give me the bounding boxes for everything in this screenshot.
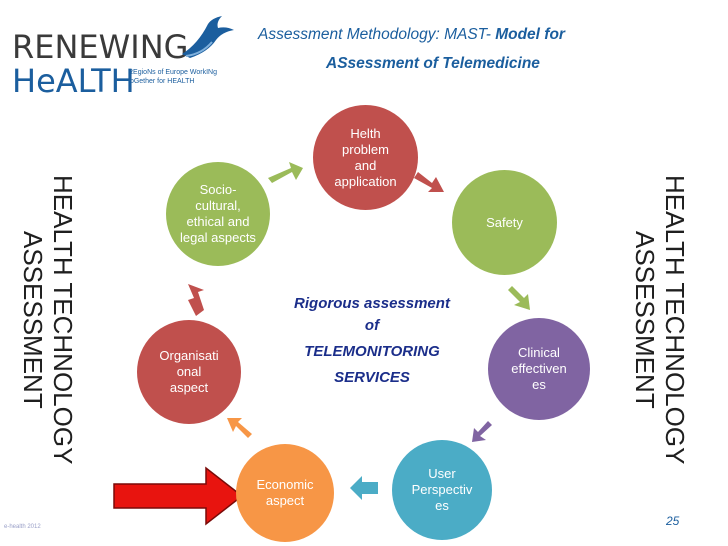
side-label-left-line-1: HEALTH TECHNOLOGY bbox=[48, 175, 78, 465]
domain-socio-cultural-aspects: Socio-cultural, ethical and legal aspect… bbox=[166, 162, 270, 266]
domain-safety: Safety bbox=[452, 170, 557, 275]
domain-health-problem: Helth problem and application bbox=[313, 105, 418, 210]
domain-economic-aspect: Economic aspect bbox=[236, 444, 334, 542]
domain-label: User Perspectiv es bbox=[411, 466, 473, 513]
side-label-left-text: HEALTH TECHNOLOGY ASSESSMENT bbox=[18, 160, 78, 480]
side-label-left-line-2: ASSESSMENT bbox=[18, 231, 48, 409]
page-number: 25 bbox=[666, 514, 680, 528]
arrow-purple-right bbox=[472, 421, 492, 442]
center-line-4: SERVICES bbox=[334, 369, 410, 386]
renewing-health-logo: RENEWING HeALTH REgioNs of Europe WorkIN… bbox=[8, 8, 248, 100]
arrow-red-left bbox=[188, 284, 204, 316]
center-line-1: Rigorous assessment bbox=[294, 295, 450, 312]
logo-line-1: RENEWING bbox=[12, 28, 189, 66]
center-line-3: TELEMONITORING bbox=[304, 343, 440, 360]
arrow-green-right bbox=[508, 286, 530, 310]
domain-user-perspectives: User Perspectiv es bbox=[392, 440, 492, 540]
logo-tagline: REgioNs of Europe WorkINg toGether for H… bbox=[128, 68, 248, 86]
domain-clinical-effectiveness: Clinical effectiven es bbox=[488, 318, 590, 420]
arrow-red-top bbox=[414, 172, 444, 192]
arrow-blue-bottom bbox=[350, 476, 378, 500]
domain-label: Organisati onal aspect bbox=[159, 348, 219, 395]
side-label-right-text: HEALTH TECHNOLOGY ASSESSMENT bbox=[630, 160, 690, 480]
arrow-orange-left bbox=[227, 418, 252, 438]
logo-line-2: HeALTH bbox=[12, 62, 135, 100]
domain-label: Safety bbox=[486, 214, 523, 230]
center-line-2: of bbox=[364, 317, 380, 334]
page-title-line-1: Assessment Methodology: MAST- Model for bbox=[258, 26, 565, 44]
page-title-line-2: ASsessment of Telemedicine bbox=[326, 55, 540, 72]
side-label-right-line-2: ASSESSMENT bbox=[630, 231, 660, 409]
bird-icon bbox=[182, 16, 234, 58]
domain-organisational-aspect: Organisati onal aspect bbox=[137, 320, 241, 424]
corner-event-logo: e-health 2012 bbox=[4, 524, 41, 530]
title-bold: Model for bbox=[495, 26, 565, 43]
logo-tagline-1: REgioNs of Europe WorkINg bbox=[128, 69, 217, 76]
center-statement: Rigorous assessment of TELEMONITORING SE… bbox=[262, 293, 482, 389]
side-label-right: HEALTH TECHNOLOGY ASSESSMENT bbox=[630, 160, 710, 480]
domain-label: Clinical effectiven es bbox=[511, 345, 567, 392]
logo-tagline-2: toGether for HEALTH bbox=[128, 78, 195, 85]
title-prefix: Assessment Methodology: MAST- bbox=[258, 26, 496, 43]
domain-label: Socio-cultural, ethical and legal aspect… bbox=[180, 182, 256, 245]
domain-label: Economic aspect bbox=[256, 477, 314, 508]
domain-label: Helth problem and application bbox=[334, 125, 397, 189]
red-pointer-arrow bbox=[113, 466, 244, 526]
side-label-right-line-1: HEALTH TECHNOLOGY bbox=[660, 175, 690, 465]
arrow-green-top bbox=[268, 162, 303, 183]
side-label-left: HEALTH TECHNOLOGY ASSESSMENT bbox=[18, 160, 98, 480]
